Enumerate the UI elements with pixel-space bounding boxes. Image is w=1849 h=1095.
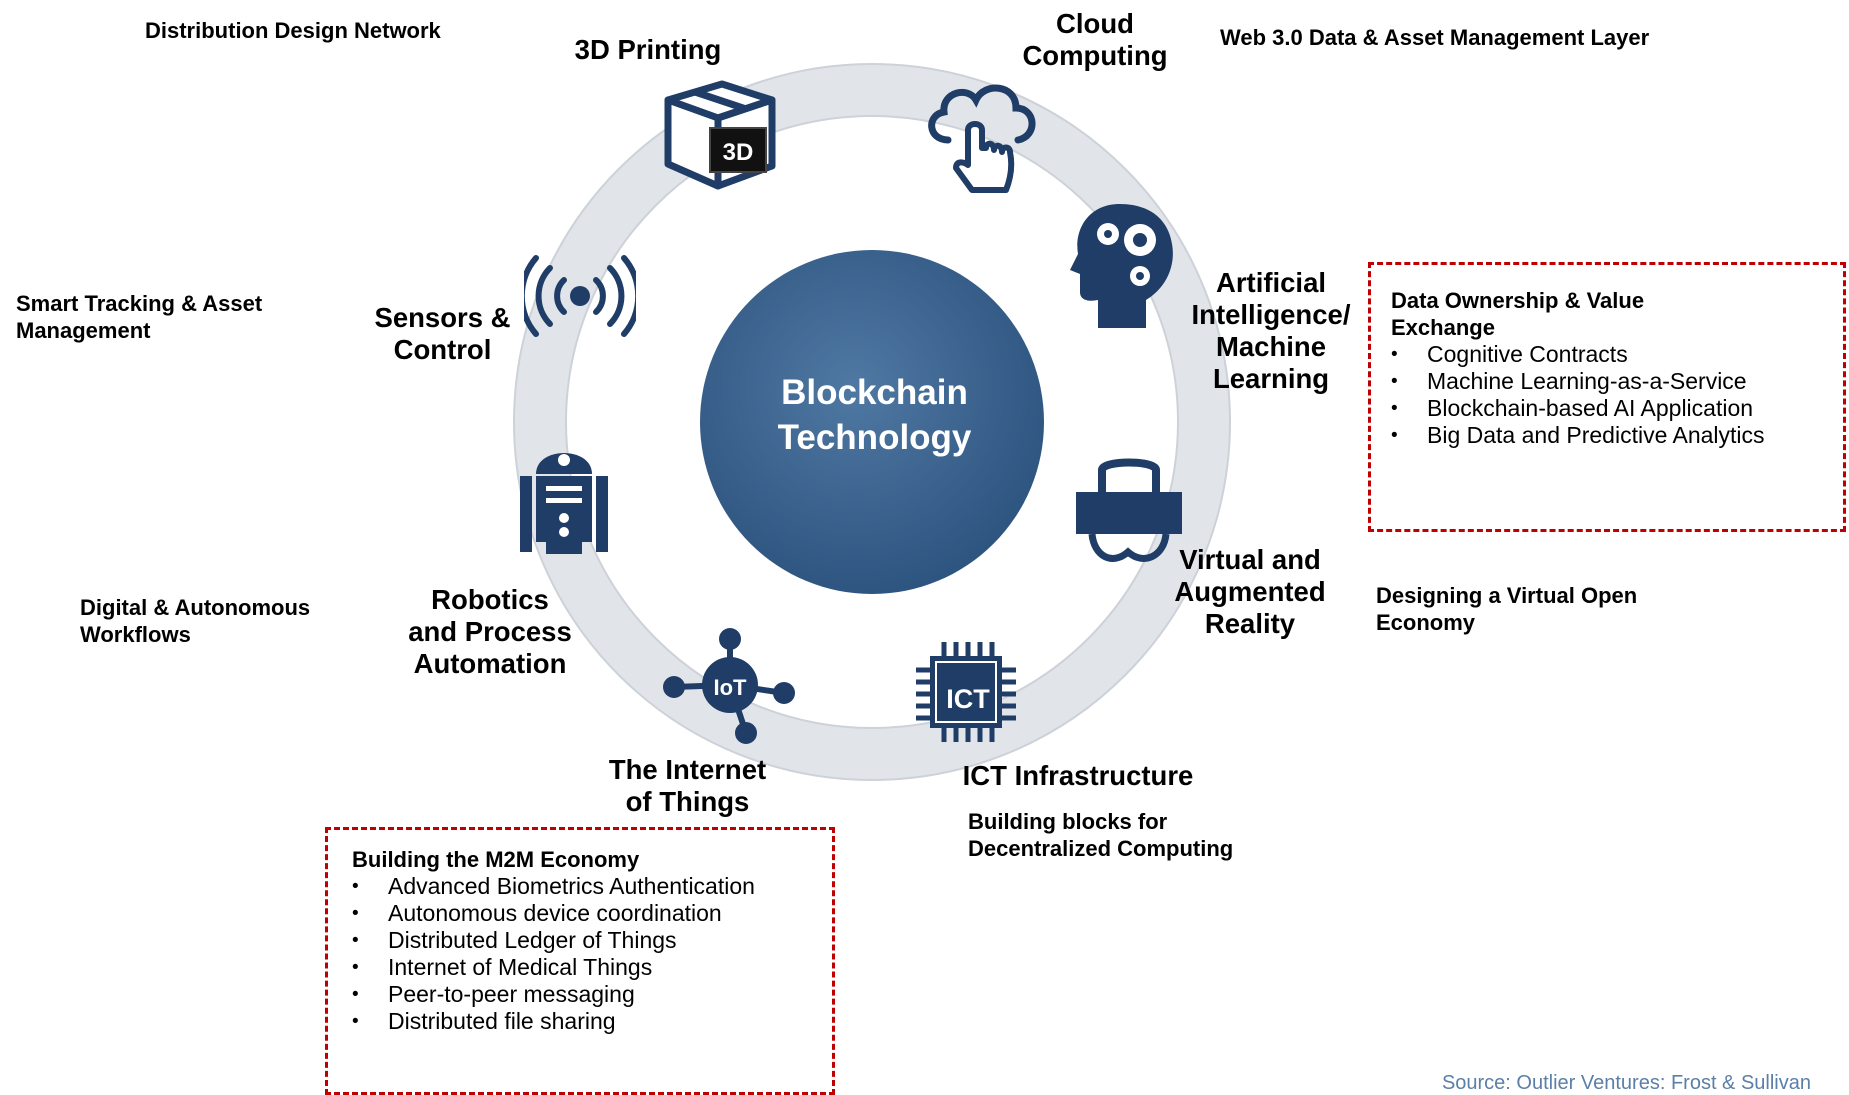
tech-label-vr-ar: Virtual and Augmented Reality bbox=[1174, 544, 1326, 639]
svg-text:3D: 3D bbox=[723, 139, 754, 166]
list-item: Autonomous device coordination bbox=[352, 900, 832, 927]
tech-label-robotics: Robotics and Process Automation bbox=[408, 584, 572, 679]
m2m-economy-box: Building the M2M Economy Advanced Biomet… bbox=[325, 827, 835, 1095]
list-item: Internet of Medical Things bbox=[352, 954, 832, 981]
tech-label-ai-ml: Artificial Intelligence/ Machine Learnin… bbox=[1191, 267, 1351, 394]
center-title: Blockchain Technology bbox=[777, 373, 972, 457]
list-item: Advanced Biometrics Authentication bbox=[352, 873, 832, 900]
3d-box-icon: 3D bbox=[664, 80, 776, 190]
ict-chip-icon: ICT bbox=[916, 642, 1016, 742]
list-item: Big Data and Predictive Analytics bbox=[1391, 422, 1843, 449]
list-item: Blockchain-based AI Application bbox=[1391, 395, 1843, 422]
label-digital-workflows: Digital & Autonomous Workflows bbox=[80, 595, 311, 647]
data-ownership-list: Cognitive Contracts Machine Learning-as-… bbox=[1391, 341, 1843, 449]
wireless-sensor-icon bbox=[524, 255, 636, 337]
label-virtual-open-economy: Designing a Virtual Open Economy bbox=[1376, 583, 1638, 635]
list-item: Machine Learning-as-a-Service bbox=[1391, 368, 1843, 395]
m2m-list: Advanced Biometrics Authentication Auton… bbox=[352, 873, 832, 1035]
data-ownership-box: Data Ownership & Value Exchange Cognitiv… bbox=[1368, 262, 1846, 532]
tech-label-3d-printing: 3D Printing bbox=[574, 34, 722, 65]
label-web3-data-layer: Web 3.0 Data & Asset Management Layer bbox=[1220, 25, 1650, 50]
list-item: Peer-to-peer messaging bbox=[352, 981, 832, 1008]
tech-label-cloud-computing: Cloud Computing bbox=[1022, 8, 1168, 71]
svg-text:ICT: ICT bbox=[946, 684, 990, 714]
vr-headset-icon bbox=[1076, 458, 1182, 562]
cloud-touch-icon bbox=[928, 84, 1036, 193]
list-item: Distributed Ledger of Things bbox=[352, 927, 832, 954]
robot-icon bbox=[520, 453, 608, 554]
svg-text:IoT: IoT bbox=[714, 675, 748, 700]
data-ownership-title: Data Ownership & Value Exchange bbox=[1391, 288, 1645, 340]
label-distribution-design-network: Distribution Design Network bbox=[145, 18, 441, 43]
m2m-title: Building the M2M Economy bbox=[352, 847, 640, 872]
tech-label-iot: The Internet of Things bbox=[608, 754, 767, 817]
list-item: Distributed file sharing bbox=[352, 1008, 832, 1035]
tech-label-ict-infrastructure: ICT Infrastructure bbox=[962, 760, 1194, 791]
center-circle bbox=[700, 250, 1044, 594]
ai-head-gears-icon bbox=[1070, 204, 1173, 328]
outer-ring bbox=[514, 64, 1230, 780]
label-building-blocks: Building blocks for Decentralized Comput… bbox=[968, 809, 1234, 861]
tech-label-sensors: Sensors & Control bbox=[374, 302, 511, 365]
label-smart-tracking: Smart Tracking & Asset Management bbox=[16, 291, 263, 343]
iot-network-icon: IoT bbox=[663, 628, 795, 744]
list-item: Cognitive Contracts bbox=[1391, 341, 1843, 368]
source-note: Source: Outlier Ventures: Frost & Sulliv… bbox=[1441, 1072, 1811, 1094]
